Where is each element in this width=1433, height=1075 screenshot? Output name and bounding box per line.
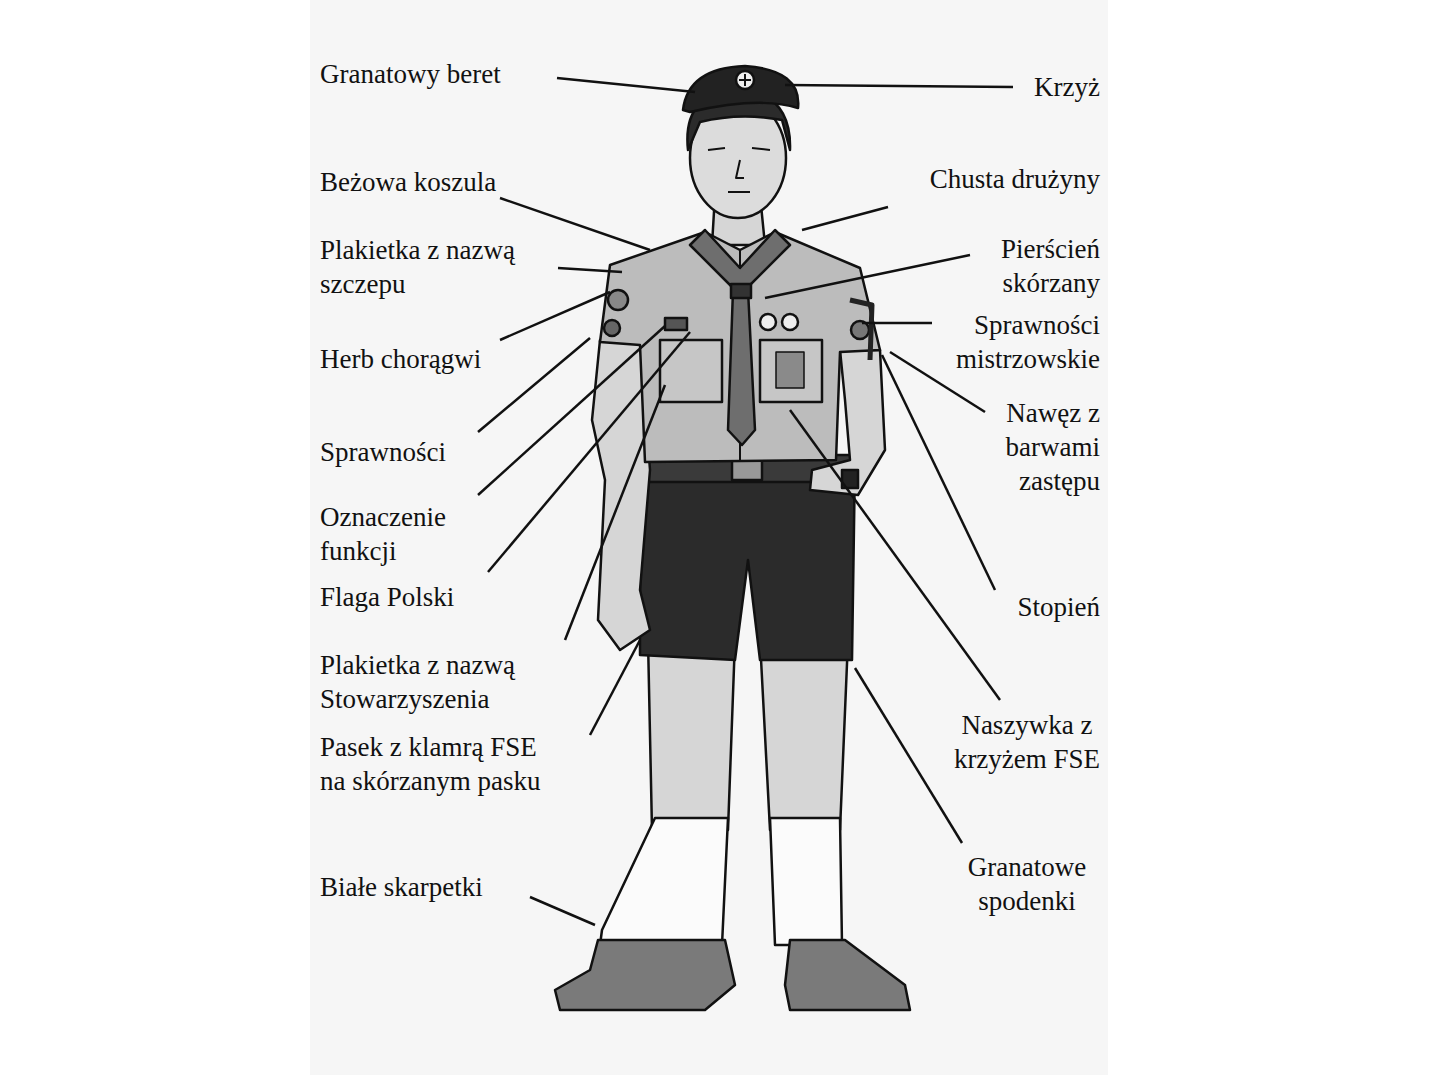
leader-line bbox=[565, 385, 665, 640]
leader-line bbox=[862, 322, 932, 325]
part-label: Pierścień skórzany bbox=[960, 232, 1100, 300]
scout-figure bbox=[555, 66, 910, 1010]
leader-line bbox=[488, 332, 690, 572]
part-label: Białe skarpetki bbox=[320, 870, 483, 904]
scan-ground bbox=[310, 0, 1108, 1075]
part-label: Plakietka z nazwą szczepu bbox=[320, 233, 590, 301]
part-label: Naszywka z krzyżem FSE bbox=[952, 708, 1102, 776]
part-label: Chusta drużyny bbox=[930, 162, 1100, 196]
leader-lines bbox=[478, 78, 1013, 925]
leader-line bbox=[557, 78, 695, 92]
part-label: Beżowa koszula bbox=[320, 165, 496, 199]
part-label: Granatowe spodenki bbox=[952, 850, 1102, 918]
part-label: Stopień bbox=[1017, 590, 1100, 624]
leader-line bbox=[500, 292, 610, 340]
part-label: Pasek z klamrą FSE na skórzanym pasku bbox=[320, 730, 565, 798]
part-label: Herb chorągwi bbox=[320, 342, 481, 376]
leader-line bbox=[500, 198, 650, 250]
part-label: Sprawności bbox=[320, 435, 446, 469]
part-label: Plakietka z nazwą Stowarzyszenia bbox=[320, 648, 590, 716]
part-label: Sprawności mistrzowskie bbox=[930, 308, 1100, 376]
leader-line bbox=[765, 255, 970, 298]
part-label: Oznaczenie funkcji bbox=[320, 500, 485, 568]
part-label: Krzyż bbox=[1034, 70, 1100, 104]
leader-line bbox=[590, 640, 640, 735]
leader-line bbox=[530, 897, 595, 925]
leader-line bbox=[478, 326, 665, 495]
leader-line bbox=[785, 85, 1013, 87]
leader-line bbox=[558, 268, 622, 272]
leader-line bbox=[855, 668, 962, 843]
leader-line bbox=[478, 338, 590, 432]
leader-line bbox=[802, 207, 888, 230]
leader-line bbox=[882, 355, 995, 590]
part-label: Granatowy beret bbox=[320, 57, 501, 91]
part-label: Nawęz z barwami zastępu bbox=[960, 396, 1100, 498]
part-label: Flaga Polski bbox=[320, 580, 454, 614]
leader-line bbox=[790, 410, 1000, 700]
